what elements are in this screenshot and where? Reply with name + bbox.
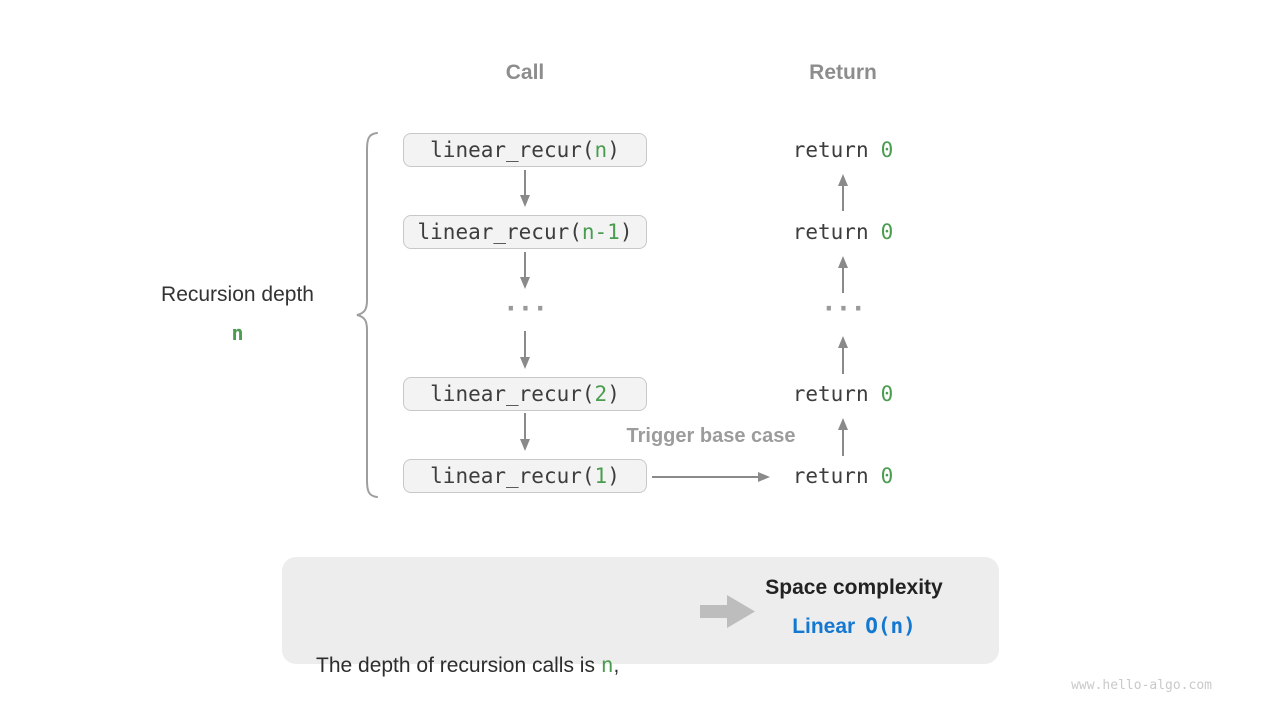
recursion-depth-value: n <box>231 321 244 345</box>
return-value: 0 <box>880 220 894 244</box>
column-header-call: Call <box>505 61 545 84</box>
summary-panel: The depth of recursion calls is n, using… <box>282 557 999 677</box>
return-value: 0 <box>880 382 894 406</box>
fn-prefix: linear_recur( <box>430 138 595 162</box>
complexity-result: Space complexity Linear O(n) <box>734 568 974 646</box>
return-keyword: return <box>792 464 869 488</box>
fn-arg: 1 <box>594 464 608 488</box>
summary-line1-comma: , <box>613 654 620 677</box>
recursion-depth-label: Recursion depth n <box>120 283 355 345</box>
summary-text: The depth of recursion calls is n, using… <box>316 568 716 720</box>
fn-prefix: linear_recur( <box>430 464 595 488</box>
summary-line-1: The depth of recursion calls is n, <box>316 646 716 685</box>
return-keyword: return <box>792 138 869 162</box>
return-label-3: return 0 <box>743 377 943 411</box>
summary-line1-text: The depth of recursion calls is <box>316 654 601 677</box>
column-header-return: Return <box>809 61 877 84</box>
complexity-word: Linear <box>792 615 856 638</box>
fn-arg: 2 <box>594 382 608 406</box>
implies-arrow-icon <box>700 595 755 628</box>
return-label-4: return 0 <box>743 459 943 493</box>
return-keyword: return <box>792 220 869 244</box>
call-box-n-1: linear_recur(n-1) <box>403 215 647 249</box>
return-value: 0 <box>880 138 894 162</box>
fn-suffix: ) <box>619 220 633 244</box>
return-label-1: return 0 <box>743 133 943 167</box>
call-box-1: linear_recur(1) <box>403 459 647 493</box>
return-label-2: return 0 <box>743 215 943 249</box>
recursion-depth-brace <box>356 132 378 498</box>
complexity-big-o: O(n) <box>865 614 916 638</box>
fn-suffix: ) <box>607 464 620 488</box>
return-ellipsis: ··· <box>821 294 866 324</box>
fn-arg: n-1 <box>581 220 620 244</box>
trigger-base-case-label: Trigger base case <box>626 425 796 447</box>
watermark: www.hello-algo.com <box>1071 678 1212 693</box>
fn-suffix: ) <box>607 382 620 406</box>
call-box-2: linear_recur(2) <box>403 377 647 411</box>
call-ellipsis: ··· <box>503 294 548 324</box>
fn-arg: n <box>594 138 608 162</box>
call-box-n: linear_recur(n) <box>403 133 647 167</box>
summary-line1-n: n <box>600 653 614 677</box>
return-keyword: return <box>792 382 869 406</box>
fn-suffix: ) <box>607 138 620 162</box>
recursion-depth-title: Recursion depth <box>161 283 314 306</box>
space-complexity-value: Linear O(n) <box>734 607 974 646</box>
fn-prefix: linear_recur( <box>430 382 595 406</box>
space-complexity-title: Space complexity <box>765 576 943 599</box>
fn-prefix: linear_recur( <box>417 220 582 244</box>
return-value: 0 <box>880 464 894 488</box>
